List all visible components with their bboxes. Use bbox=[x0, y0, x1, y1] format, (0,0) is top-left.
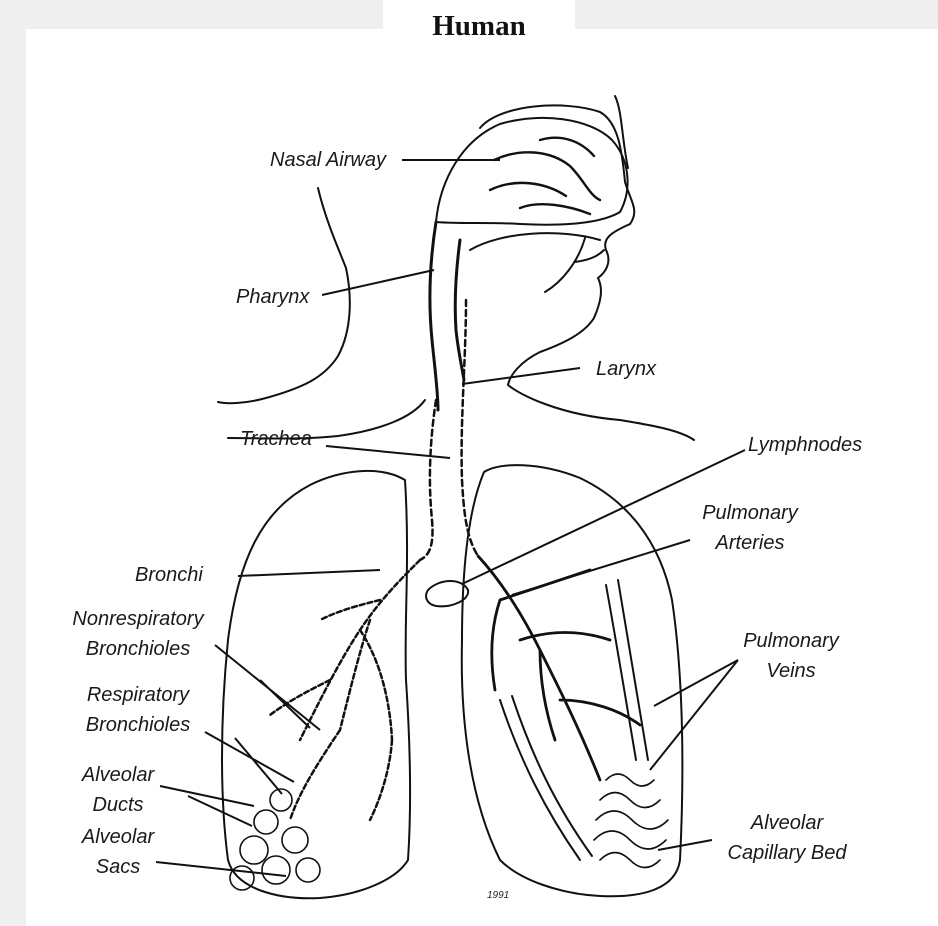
label-alveolar-capillary-bed: Alveolar Capillary Bed bbox=[712, 808, 862, 868]
oral-cavity bbox=[470, 233, 604, 292]
right-bronchial-tree bbox=[478, 556, 640, 780]
leader-alveolar-sacs bbox=[156, 862, 286, 876]
label-nonrespiratory-bronchioles-line1: Nonrespiratory bbox=[56, 604, 220, 634]
nasal-conchae bbox=[490, 138, 600, 214]
label-respiratory-bronchioles-line1: Respiratory bbox=[68, 680, 208, 710]
label-alveolar-ducts-line1: Alveolar bbox=[68, 760, 168, 790]
leader-pharynx bbox=[322, 270, 434, 295]
label-alveolar-sacs: Alveolar Sacs bbox=[68, 822, 168, 882]
leader-larynx bbox=[462, 368, 580, 384]
label-pulmonary-veins-line1: Pulmonary bbox=[726, 626, 856, 656]
leader-pulmonary-veins bbox=[650, 660, 738, 770]
label-pulmonary-arteries-line1: Pulmonary bbox=[690, 498, 810, 528]
label-nonrespiratory-bronchioles-line2: Bronchioles bbox=[56, 634, 220, 664]
nasal-cavity bbox=[436, 118, 628, 225]
label-trachea: Trachea bbox=[240, 424, 312, 454]
label-bronchi: Bronchi bbox=[135, 560, 203, 590]
label-larynx: Larynx bbox=[596, 354, 656, 384]
trachea-right-wall bbox=[462, 300, 478, 556]
leader-respiratory-bronchioles bbox=[205, 732, 294, 794]
label-nonrespiratory-bronchioles: Nonrespiratory Bronchioles bbox=[56, 604, 220, 664]
label-alveolar-capillary-bed-line2: Capillary Bed bbox=[712, 838, 862, 868]
face-outline bbox=[480, 105, 694, 440]
label-alveolar-sacs-line2: Sacs bbox=[68, 852, 168, 882]
label-pharynx: Pharynx bbox=[236, 282, 309, 312]
left-lung-outline bbox=[222, 471, 410, 898]
leader-alveolar-capillary-bed bbox=[658, 840, 712, 850]
label-nasal-airway: Nasal Airway bbox=[270, 145, 386, 175]
leader-nonrespiratory-bronchioles bbox=[215, 645, 320, 730]
trachea-left-wall bbox=[420, 400, 436, 560]
label-alveolar-capillary-bed-line1: Alveolar bbox=[712, 808, 862, 838]
artist-signature: 1991 bbox=[487, 890, 509, 901]
leader-bronchi bbox=[238, 570, 380, 576]
pharynx-wall bbox=[430, 222, 464, 410]
label-pulmonary-veins: Pulmonary Veins bbox=[726, 626, 856, 686]
leader-alveolar-ducts bbox=[160, 786, 254, 826]
label-alveolar-ducts: Alveolar Ducts bbox=[68, 760, 168, 820]
label-respiratory-bronchioles: Respiratory Bronchioles bbox=[68, 680, 208, 740]
label-alveolar-sacs-line1: Alveolar bbox=[68, 822, 168, 852]
label-pulmonary-arteries-line2: Arteries bbox=[690, 528, 810, 558]
pulmonary-vein-vessel-lower bbox=[500, 696, 592, 860]
label-pulmonary-veins-line2: Veins bbox=[726, 656, 856, 686]
pulmonary-vein-vessel bbox=[606, 580, 648, 760]
capillary-bed bbox=[594, 774, 668, 868]
label-pulmonary-arteries: Pulmonary Arteries bbox=[690, 498, 810, 558]
label-lymphnodes: Lymphnodes bbox=[748, 430, 862, 460]
label-alveolar-ducts-line2: Ducts bbox=[68, 790, 168, 820]
label-respiratory-bronchioles-line2: Bronchioles bbox=[68, 710, 208, 740]
